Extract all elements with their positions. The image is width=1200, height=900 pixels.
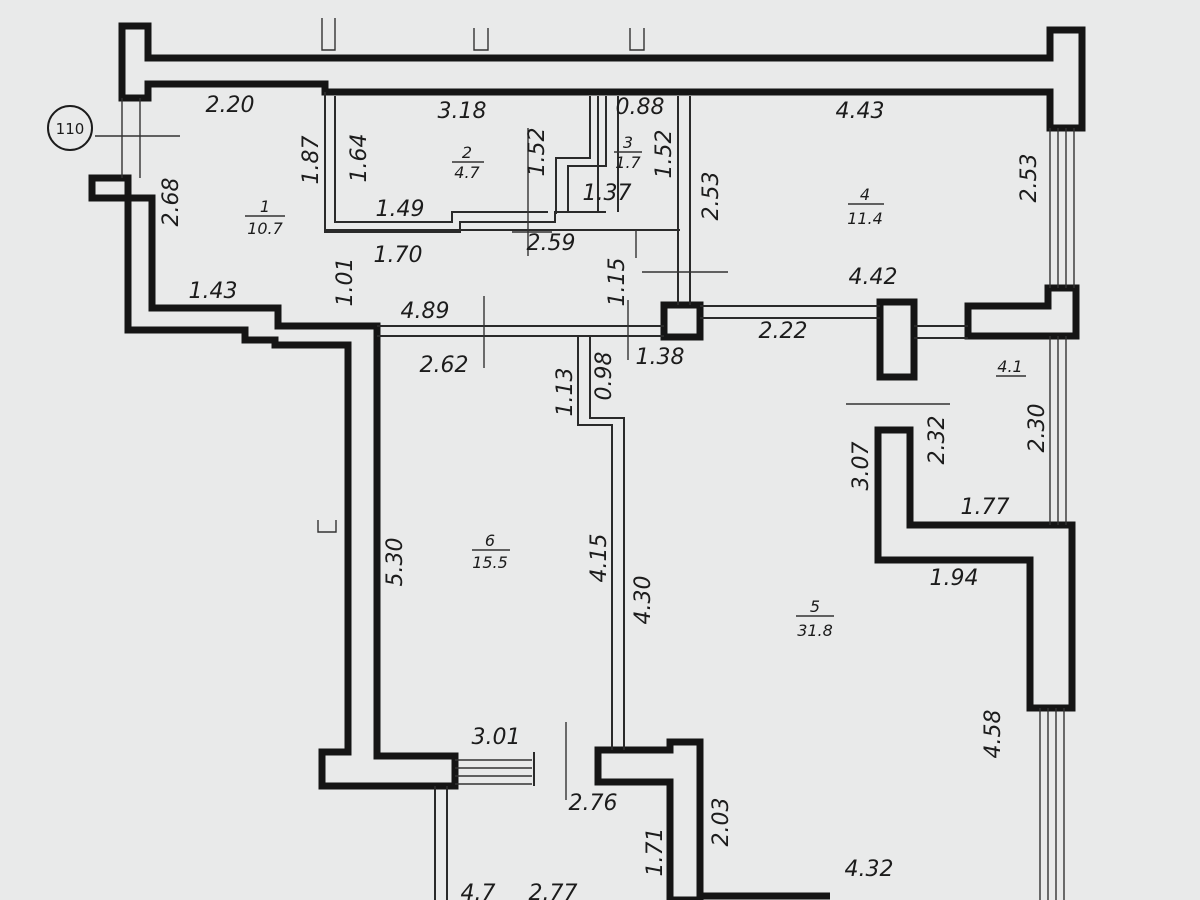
room-4-number: 4 xyxy=(860,185,870,204)
dim-1-71: 1.71 xyxy=(643,828,668,877)
room-2-number: 2 xyxy=(462,143,472,162)
dim-4-42: 4.42 xyxy=(849,265,898,290)
room-6-number: 6 xyxy=(485,531,495,550)
dim-2-59: 2.59 xyxy=(527,231,576,256)
dim-2-03: 2.03 xyxy=(709,798,734,847)
room-7-area: 4.7 xyxy=(461,881,496,900)
dim-2-77: 2.77 xyxy=(529,881,578,900)
plan-marker: 110 xyxy=(47,105,93,151)
dim-2-22: 2.22 xyxy=(759,319,808,344)
room-labels: 1 10.7 2 4.7 3 1.7 4 11.4 4.1 5 31.8 6 1… xyxy=(245,133,1026,900)
dim-4-58: 4.58 xyxy=(981,710,1006,759)
dimension-labels-horizontal: 2.20 3.18 0.88 4.43 1.49 1.37 1.70 2.59 … xyxy=(189,93,1010,900)
dim-2-30: 2.30 xyxy=(1025,404,1050,453)
dim-1-37: 1.37 xyxy=(583,181,632,206)
dim-2-62: 2.62 xyxy=(420,353,469,378)
dim-1-01: 1.01 xyxy=(333,258,358,307)
dim-5-30: 5.30 xyxy=(383,538,408,587)
dim-1-94: 1.94 xyxy=(930,566,979,591)
dim-1-77: 1.77 xyxy=(961,495,1010,520)
plan-marker-label: 110 xyxy=(56,120,85,138)
dim-1-15: 1.15 xyxy=(605,258,630,307)
dim-1-87: 1.87 xyxy=(299,136,324,185)
dim-1-13: 1.13 xyxy=(553,368,578,417)
dim-4-43: 4.43 xyxy=(836,99,885,124)
windows xyxy=(121,18,1075,900)
dim-1-52-room2: 1.52 xyxy=(525,128,550,177)
dim-4-15: 4.15 xyxy=(587,534,612,583)
dim-1-43: 1.43 xyxy=(189,279,238,304)
dimension-labels-vertical: 1.87 1.64 1.52 1.52 2.68 2.53 2.53 1.01 … xyxy=(159,128,1050,877)
dim-2-20: 2.20 xyxy=(206,93,255,118)
dim-4-89: 4.89 xyxy=(401,299,450,324)
dim-1-49: 1.49 xyxy=(376,197,425,222)
dim-2-76: 2.76 xyxy=(569,791,618,816)
dim-1-70: 1.70 xyxy=(374,243,423,268)
room-4-area: 11.4 xyxy=(847,209,883,228)
room-5-number: 5 xyxy=(810,597,820,616)
room-2-area: 4.7 xyxy=(454,163,480,182)
room-1-area: 10.7 xyxy=(247,219,283,238)
dim-1-52-room3: 1.52 xyxy=(652,130,677,179)
room-5-area: 31.8 xyxy=(797,621,833,640)
room-3-area: 1.7 xyxy=(615,153,641,172)
dimension-lines xyxy=(95,128,950,800)
dim-2-68: 2.68 xyxy=(159,178,184,227)
dim-2-32: 2.32 xyxy=(925,416,950,465)
room-3-number: 3 xyxy=(623,133,633,152)
interior-partitions xyxy=(324,92,968,900)
dim-4-32: 4.32 xyxy=(845,857,894,882)
dim-3-18: 3.18 xyxy=(438,99,487,124)
dim-0-88: 0.88 xyxy=(616,95,665,120)
dim-3-07: 3.07 xyxy=(849,442,874,491)
room-1-number: 1 xyxy=(260,197,270,216)
dim-2-53-left: 2.53 xyxy=(699,172,724,221)
room-4-1-label: 4.1 xyxy=(997,357,1022,376)
dim-2-53-right: 2.53 xyxy=(1017,154,1042,203)
room-6-area: 15.5 xyxy=(472,553,508,572)
dim-0-98: 0.98 xyxy=(592,352,617,401)
dim-4-30: 4.30 xyxy=(631,576,656,625)
dim-1-64: 1.64 xyxy=(347,134,372,183)
dim-3-01: 3.01 xyxy=(472,725,521,750)
dim-1-38: 1.38 xyxy=(636,345,685,370)
